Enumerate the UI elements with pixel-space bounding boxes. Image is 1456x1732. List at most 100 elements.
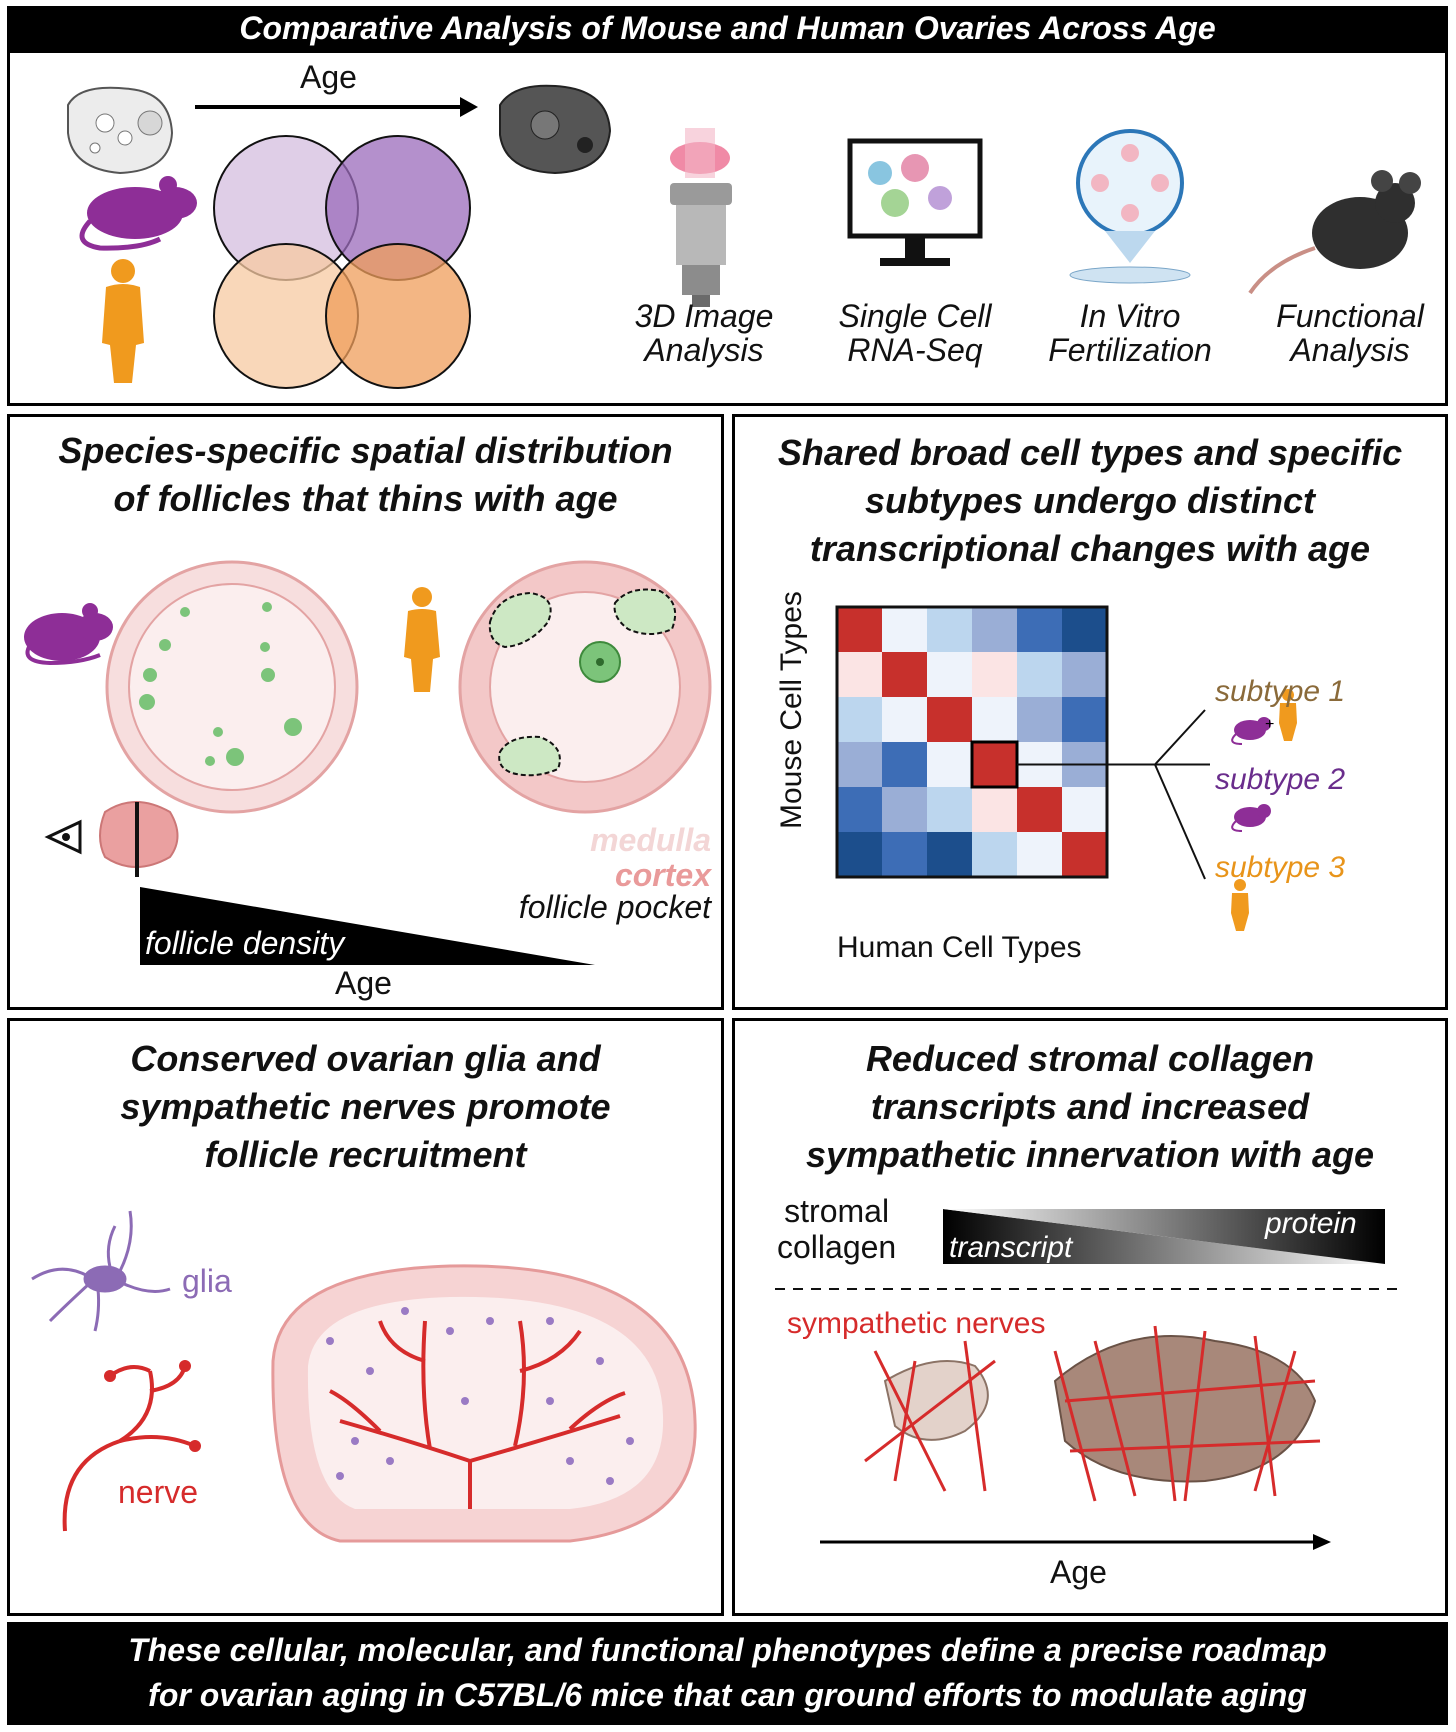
heatmap-cell [837,652,882,697]
venn-diagram [213,135,471,389]
mouse-silhouette-icon [24,603,113,666]
heatmap-cell [927,607,972,652]
follicle [260,642,270,652]
subtype-1-label: subtype 1 [1215,675,1346,708]
heatmap-cell [837,787,882,832]
heatmap-cell [927,832,972,877]
subtype-branch-line [1154,709,1206,766]
collagen-age-label: Age [1050,1554,1107,1590]
stromal-line1: stromal [784,1193,890,1229]
sympathetic-nerves-label: sympathetic nerves [787,1307,1046,1340]
heatmap-graphics: + [835,605,1297,931]
follicle [261,668,275,682]
follicle [139,694,155,710]
heatmap-cell [927,742,972,787]
nerve-label: nerve [118,1474,199,1510]
heatmap-cell [882,607,927,652]
footer-bar: These cellular, molecular, and functiona… [7,1622,1448,1725]
follicle [159,639,171,651]
glia-graphics [31,1210,697,1543]
follicle-density-wedge [140,887,595,965]
title-line2: of follicles that thins with age [113,478,618,519]
heatmap-cell [972,697,1017,742]
heatmap-cell [1062,787,1107,832]
method-line1: Functional [1276,298,1424,334]
method-line2: Analysis [644,332,764,368]
title-line1: Species-specific spatial distribution [58,430,673,471]
method-line2: Fertilization [1048,332,1212,368]
stromal-collagen-label: stromal collagen [777,1193,896,1265]
follicle-pocket [488,591,552,649]
collagen-graphics [775,1209,1405,1550]
top-panel: Age 3D Image Analysis Single Cell RNA-Se… [7,50,1448,406]
title-line1: Reduced stromal collagen [865,1038,1315,1079]
legend-follicle-pocket: follicle pocket [518,889,711,925]
follicle [213,727,223,737]
plus-symbol: + [1265,716,1274,733]
heatmap-cell [927,697,972,742]
heatmap-cell [927,652,972,697]
heatmap-cell [1017,787,1062,832]
heatmap-cell [1017,832,1062,877]
panel-title: Conserved ovarian glia and sympathetic n… [10,1035,721,1179]
heatmap-cell [972,787,1017,832]
monitor-icon [847,138,983,266]
heatmap-cell [972,652,1017,697]
title-line3: transcriptional changes with age [809,528,1371,569]
aged-nerve-collagen [1053,1325,1321,1502]
title-line3: sympathetic innervation with age [805,1134,1375,1175]
glia-label: glia [182,1263,232,1299]
method-line1: In Vitro [1079,298,1181,334]
follicle [205,756,215,766]
title-line3: follicle recruitment [204,1134,527,1175]
footer-line2: for ovarian aging in C57BL/6 mice that c… [148,1677,1307,1713]
heatmap-cell [882,652,927,697]
legend-medulla: medulla [590,822,711,858]
subtype1-mouse-icon [1231,717,1271,745]
follicle-graphics [24,560,712,965]
heatmap-cell [882,787,927,832]
method-label-3d-image: 3D Image Analysis [618,299,790,367]
protein-wedge [943,1209,1385,1264]
functional-analysis-mouse-icon [1248,170,1421,295]
top-age-label: Age [300,59,357,95]
follicle-density-label: follicle density [145,925,345,961]
title-line1: Shared broad cell types and specific [777,432,1403,473]
ovary-side-view [99,801,179,877]
glia-nerves-panel: Conserved ovarian glia and sympathetic n… [7,1018,724,1616]
transcript-label: transcript [949,1231,1073,1264]
stromal-line2: collagen [777,1229,897,1265]
cell-types-panel: Shared broad cell types and specific sub… [732,414,1448,1010]
heatmap-cell [1017,607,1062,652]
method-line1: Single Cell [838,298,992,334]
young-nerve-collagen [864,1340,996,1492]
follicle-pocket [613,588,676,635]
method-line1: 3D Image [634,298,774,334]
header-title-bar: Comparative Analysis of Mouse and Human … [7,6,1448,50]
subtype2-mouse-icon [1231,804,1271,832]
method-line2: Analysis [1290,332,1410,368]
heatmap-cell [1017,697,1062,742]
heatmap-cell [882,832,927,877]
collagen-innervation-panel: Reduced stromal collagen transcripts and… [732,1018,1448,1616]
human-silhouette-icon [102,259,144,383]
heatmap-cell [1017,652,1062,697]
method-label-single-cell: Single Cell RNA-Seq [822,299,1008,367]
subtype1-human-icon [1279,689,1297,741]
subtype-branch-line [1154,764,1206,880]
nerve-icon [62,1360,201,1532]
header-title: Comparative Analysis of Mouse and Human … [239,10,1216,46]
method-label-functional: Functional Analysis [1255,299,1445,367]
heatmap-cell [972,607,1017,652]
mouse-ovary-cross-section [105,560,359,814]
protein-label: protein [1265,1207,1357,1240]
follicle [262,602,272,612]
panel-title: Reduced stromal collagen transcripts and… [735,1035,1445,1179]
legend-cortex: cortex [614,857,711,893]
top-panel-graphics [67,84,1421,389]
heatmap-cell [837,832,882,877]
follicle-age-label: Age [335,965,392,1001]
panel-title: Species-specific spatial distribution of… [10,427,721,523]
follicle [143,668,157,682]
human-ovary-cross-section [458,560,712,814]
